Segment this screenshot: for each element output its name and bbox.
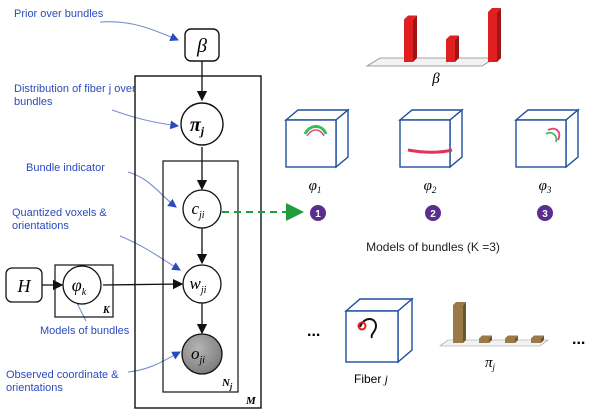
bundle-indicator-annotation: Bundle indicator: [26, 162, 105, 174]
curved-arrow-icon: [127, 171, 177, 208]
beta-bar-1: [404, 15, 417, 62]
o-node-label: oji: [191, 344, 205, 366]
plate-M-label: M: [245, 395, 257, 407]
node-phi: [62, 265, 102, 305]
svg-text:1: 1: [315, 209, 321, 220]
model-cube-3: [514, 108, 580, 169]
pi-bar-3: [505, 335, 518, 343]
node-w: [182, 264, 222, 304]
H-node-label: H: [17, 276, 32, 296]
observed-annotation: Observed coordinate & orientations: [6, 369, 119, 394]
distribution-annotation: Distribution of fiber j over bundles: [14, 83, 136, 108]
beta-bar-3: [488, 8, 501, 62]
curved-arrow-icon: [119, 235, 181, 271]
plate-N: [162, 160, 239, 393]
plate-N-label: Nj: [221, 377, 233, 391]
ellipsis-right: ...: [572, 331, 585, 348]
fiber-label: Fiber j: [354, 372, 389, 386]
models-annotation: Models of bundles: [40, 325, 130, 337]
model-cube-2: [398, 108, 464, 169]
pi-node-label: πj: [190, 114, 205, 138]
phi-3-label: φ3: [539, 178, 552, 195]
node-o: [181, 333, 223, 375]
phi-node-label: φk: [72, 275, 87, 298]
pi-bar-1: [453, 302, 466, 343]
prior-annotation: Prior over bundles: [14, 8, 104, 20]
w-node-label: wji: [190, 274, 207, 296]
fiber-curve-icon: [359, 318, 378, 339]
curved-arrow-icon: [99, 21, 180, 42]
badge-2: 2: [425, 205, 441, 221]
svg-text:2: 2: [430, 209, 436, 220]
models-caption: Models of bundles (K =3): [366, 240, 500, 254]
c-node-label: cji: [191, 199, 204, 221]
pi-bar-4: [531, 335, 544, 343]
badge-1: 1: [310, 205, 326, 221]
node-pi: [180, 102, 224, 146]
plate-M: [134, 75, 262, 409]
beta-bar-2: [446, 35, 459, 62]
svg-text:3: 3: [542, 209, 548, 220]
beta-chart-label: β: [431, 71, 440, 87]
badge-3: 3: [537, 205, 553, 221]
phi-1-label: φ1: [309, 178, 322, 195]
beta-bar-chart: β: [365, 8, 501, 87]
phi-2-label: φ2: [424, 178, 437, 195]
plate-K: [54, 264, 114, 318]
fiber-cube: [344, 297, 414, 364]
beta-node-label: β: [196, 35, 207, 57]
curved-arrow-icon: [111, 109, 180, 130]
pi-bar-2: [479, 335, 492, 343]
node-c: [182, 189, 222, 229]
model-cube-1: [284, 108, 350, 169]
plate-K-label: K: [102, 305, 111, 316]
quantized-annotation: Quantized voxels & orientations: [12, 207, 107, 232]
pi-bar-chart: πj: [439, 302, 549, 372]
pi-chart-label: πj: [485, 355, 496, 372]
curved-arrow-icon: [127, 351, 181, 373]
ellipsis-left: ...: [307, 323, 320, 340]
